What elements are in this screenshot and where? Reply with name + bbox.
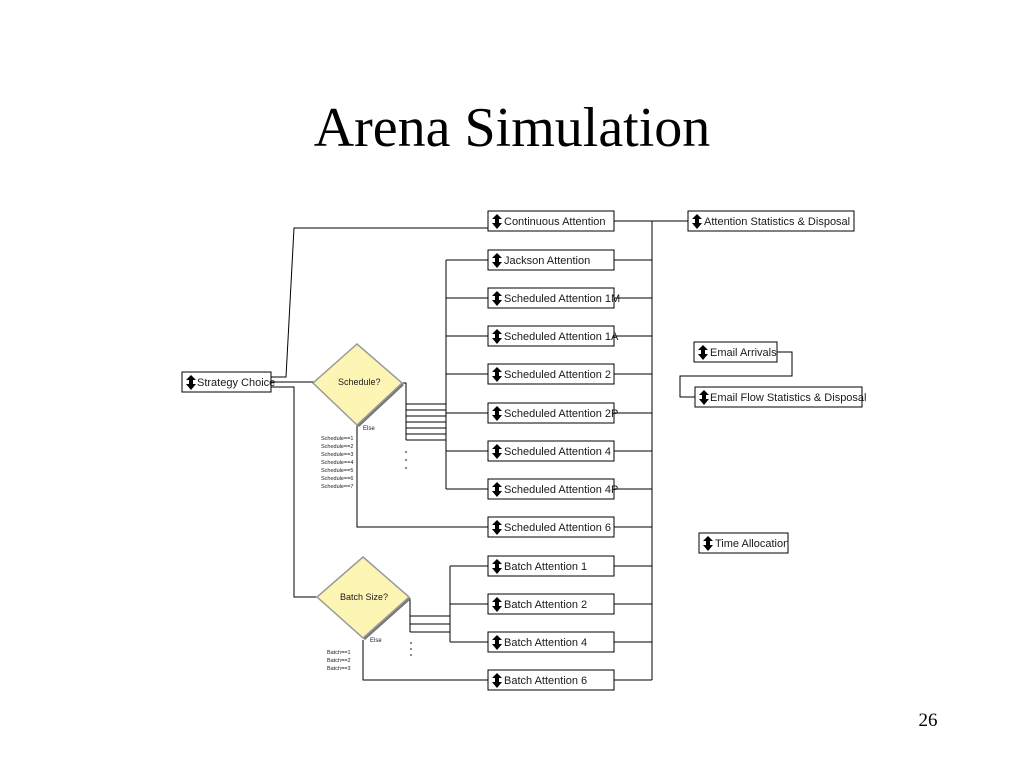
page-number: 26	[918, 710, 938, 731]
module-batch-attention-4[interactable]: Batch Attention 4	[487, 631, 615, 653]
svg-text:Scheduled Attention 2P: Scheduled Attention 2P	[504, 408, 618, 420]
down-arrow-icon	[492, 482, 502, 497]
decision-schedule[interactable]: Schedule? Else	[311, 343, 404, 432]
module-scheduled-attention-2[interactable]: Scheduled Attention 2	[487, 363, 615, 385]
module-scheduled-attention-2p[interactable]: Scheduled Attention 2P	[487, 402, 618, 424]
module-batch-attention-2[interactable]: Batch Attention 2	[487, 593, 615, 615]
down-arrow-icon	[699, 390, 709, 405]
svg-text:Time Allocation: Time Allocation	[715, 538, 789, 550]
module-email-arrivals[interactable]: Email Arrivals	[693, 341, 778, 363]
svg-text:Email Flow Statistics & Dispos: Email Flow Statistics & Disposal	[710, 392, 867, 404]
down-arrow-icon	[492, 214, 502, 229]
down-arrow-icon	[492, 367, 502, 382]
down-arrow-icon	[492, 673, 502, 688]
down-arrow-icon	[698, 345, 708, 360]
schedule-dots	[405, 451, 407, 469]
svg-text:Scheduled Attention 1A: Scheduled Attention 1A	[504, 331, 619, 343]
svg-text:Scheduled Attention 4P: Scheduled Attention 4P	[504, 484, 618, 496]
svg-text:Schedule==7: Schedule==7	[321, 484, 353, 490]
down-arrow-icon	[492, 329, 502, 344]
svg-text:Else: Else	[363, 426, 375, 432]
svg-text:Continuous Attention: Continuous Attention	[504, 216, 606, 228]
svg-text:Schedule==2: Schedule==2	[321, 444, 353, 450]
svg-text:Else: Else	[370, 638, 382, 644]
svg-text:Schedule==5: Schedule==5	[321, 468, 353, 474]
decision-batch-size[interactable]: Batch Size? Else	[315, 556, 411, 644]
module-scheduled-attention-6[interactable]: Scheduled Attention 6	[487, 516, 615, 538]
module-continuous-attention[interactable]: Continuous Attention	[487, 210, 615, 232]
down-arrow-icon	[186, 375, 196, 390]
down-arrow-icon	[492, 597, 502, 612]
down-arrow-icon	[492, 291, 502, 306]
module-time-allocation[interactable]: Time Allocation	[698, 532, 789, 554]
svg-text:Scheduled Attention 6: Scheduled Attention 6	[504, 522, 611, 534]
down-arrow-icon	[492, 635, 502, 650]
down-arrow-icon	[492, 520, 502, 535]
svg-text:Schedule==3: Schedule==3	[321, 452, 353, 458]
svg-text:Schedule==4: Schedule==4	[321, 460, 353, 466]
module-batch-attention-6[interactable]: Batch Attention 6	[487, 669, 615, 691]
svg-text:Batch Attention 1: Batch Attention 1	[504, 561, 587, 573]
down-arrow-icon	[692, 214, 702, 229]
svg-text:Batch Attention 2: Batch Attention 2	[504, 599, 587, 611]
module-scheduled-attention-4p[interactable]: Scheduled Attention 4P	[487, 478, 618, 500]
svg-text:Schedule==6: Schedule==6	[321, 476, 353, 482]
down-arrow-icon	[492, 253, 502, 268]
svg-text:Attention Statistics & Disposa: Attention Statistics & Disposal	[704, 216, 850, 228]
svg-text:Scheduled Attention 4: Scheduled Attention 4	[504, 446, 611, 458]
module-scheduled-attention-1m[interactable]: Scheduled Attention 1M	[487, 287, 620, 309]
svg-text:Schedule?: Schedule?	[338, 377, 381, 387]
svg-text:Scheduled Attention 1M: Scheduled Attention 1M	[504, 293, 620, 305]
svg-text:Batch Attention 4: Batch Attention 4	[504, 637, 587, 649]
down-arrow-icon	[492, 406, 502, 421]
down-arrow-icon	[492, 444, 502, 459]
svg-text:Batch==2: Batch==2	[327, 658, 351, 664]
module-scheduled-attention-1a[interactable]: Scheduled Attention 1A	[487, 325, 619, 347]
batch-dots	[410, 642, 412, 656]
module-strategy-choice[interactable]: Strategy Choice	[181, 371, 275, 393]
down-arrow-icon	[703, 536, 713, 551]
svg-text:Scheduled Attention 2: Scheduled Attention 2	[504, 369, 611, 381]
svg-text:Email Arrivals: Email Arrivals	[710, 347, 777, 359]
slide-title: Arena Simulation	[313, 97, 711, 159]
batch-conditions: Batch==1 Batch==2 Batch==3	[327, 650, 351, 672]
svg-text:Strategy Choice: Strategy Choice	[197, 377, 275, 389]
module-scheduled-attention-4[interactable]: Scheduled Attention 4	[487, 440, 615, 462]
module-jackson-attention[interactable]: Jackson Attention	[487, 249, 615, 271]
svg-text:Batch==3: Batch==3	[327, 666, 351, 672]
module-attention-statistics-disposal[interactable]: Attention Statistics & Disposal	[687, 210, 855, 232]
connectors	[271, 220, 793, 681]
module-batch-attention-1[interactable]: Batch Attention 1	[487, 555, 615, 577]
svg-text:Schedule==1: Schedule==1	[321, 436, 353, 442]
module-email-flow-statistics-disposal[interactable]: Email Flow Statistics & Disposal	[694, 386, 867, 408]
svg-text:Batch Attention 6: Batch Attention 6	[504, 675, 587, 687]
svg-text:Batch==1: Batch==1	[327, 650, 351, 656]
schedule-conditions: Schedule==1 Schedule==2 Schedule==3 Sche…	[321, 436, 353, 490]
svg-text:Batch Size?: Batch Size?	[340, 592, 388, 602]
down-arrow-icon	[492, 559, 502, 574]
svg-text:Jackson Attention: Jackson Attention	[504, 255, 590, 267]
